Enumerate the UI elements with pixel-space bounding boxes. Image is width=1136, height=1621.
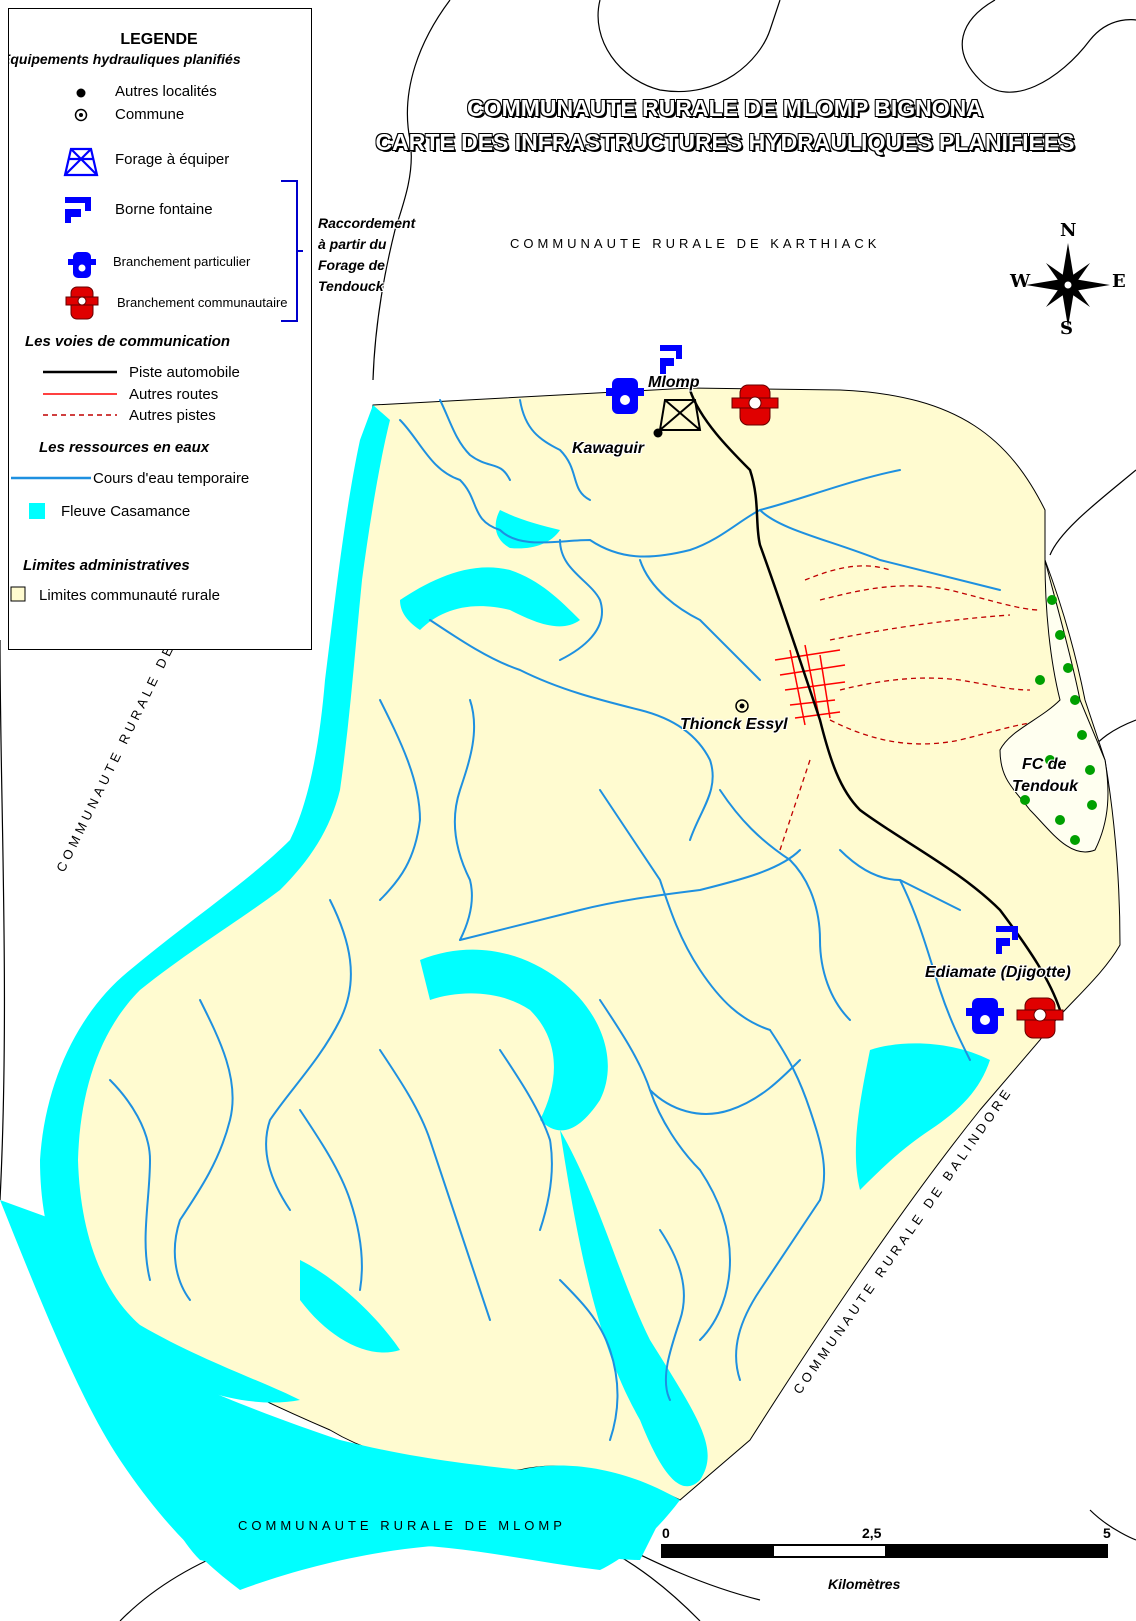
region-label-north: COMMUNAUTE RURALE DE KARTHIACK [510, 236, 881, 251]
map-title-line2: CARTE DES INFRASTRUCTURES HYDRAULIQUES P… [375, 129, 1075, 155]
thionck-commune-marker [735, 699, 749, 713]
legend-cours-eau: Cours d'eau temporaire [93, 470, 250, 487]
scale-bar [661, 1544, 1108, 1558]
legend-particulier-icon [68, 252, 96, 278]
legend-communautaire-icon [65, 286, 99, 320]
legend-fleuve: Fleuve Casamance [61, 503, 191, 520]
forest-zone [999, 559, 1109, 853]
scale-tick-end: 5 [1103, 1525, 1111, 1541]
legend-limites-header: Limites administratives [23, 557, 190, 574]
branchement-communautaire-icon-mlomp [731, 384, 779, 426]
legend-forage: Forage à équiper [115, 151, 230, 168]
piste-automobile [688, 389, 1062, 1011]
place-thionck-essyl: Thionck Essyl [680, 716, 788, 733]
forage-icon-mlomp [658, 399, 702, 431]
raccordement-note: Raccordement à partir du Forage de Tendo… [318, 213, 415, 297]
legend-borne-icon [65, 197, 91, 223]
legend-voies-header: Les voies de communication [25, 333, 231, 350]
borne-fontaine-icon-ediamate [996, 926, 1018, 954]
legend-forage-icon [63, 147, 99, 177]
place-kawaguir: Kawaguir [572, 440, 645, 457]
legend-panel: LEGENDE Equipements hydrauliques planifi… [8, 8, 312, 650]
compass-s: S [1060, 318, 1073, 339]
legend-ressources-header: Les ressources en eaux [39, 439, 210, 456]
legend-particulier: Branchement particulier [113, 254, 251, 269]
legend-limites: Limites communauté rurale [39, 587, 220, 604]
branchement-particulier-icon-ediamate [966, 998, 1004, 1034]
fleuve-casamance [0, 405, 990, 1590]
branchement-particulier-icon-mlomp [606, 378, 644, 414]
borne-fontaine-icon-mlomp [660, 345, 682, 374]
map-title-line1: COMMUNAUTE RURALE DE MLOMP BIGNONA [467, 95, 983, 121]
branchement-communautaire-icon-ediamate [1016, 997, 1064, 1039]
cours-eau-temporaires [109, 399, 1001, 1441]
legend-piste-auto: Piste automobile [129, 364, 240, 381]
region-label-south: COMMUNAUTE RURALE DE MLOMP [238, 1518, 566, 1533]
raccordement-line-4: Tendouck [318, 278, 384, 294]
place-ediamate: Ediamate (Djigotte) [925, 964, 1071, 981]
legend-borne: Borne fontaine [115, 201, 213, 218]
legend-dot-icon [76, 88, 86, 98]
compass-e: E [1112, 271, 1126, 292]
raccordement-line-3: Forage de [318, 257, 385, 273]
compass-rose [1026, 243, 1110, 327]
legend-limite-swatch [10, 586, 26, 602]
scale-tick-0: 0 [662, 1525, 670, 1541]
legend-autres-routes: Autres routes [129, 386, 219, 403]
forest-trees [1020, 595, 1097, 845]
place-mlomp: Mlomp [648, 374, 700, 391]
legend-autres-pistes: Autres pistes [129, 407, 216, 424]
legend-title: LEGENDE [120, 31, 198, 48]
place-fc-line1: FC de [1022, 756, 1067, 773]
legend-commune-icon [74, 108, 88, 122]
legend-communautaire: Branchement communautaire [117, 295, 288, 310]
place-fc-line2: Tendouk [1012, 778, 1079, 795]
scale-unit: Kilomètres [828, 1576, 901, 1592]
legend-commune: Commune [115, 106, 185, 123]
raccordement-line-2: à partir du [318, 236, 387, 252]
legend-fleuve-swatch [29, 503, 45, 519]
compass-w: W [1010, 271, 1031, 292]
compass-n: N [1060, 220, 1077, 241]
legend-subtitle: Equipements hydrauliques planifiés [8, 51, 241, 67]
scale-tick-mid: 2,5 [862, 1525, 882, 1541]
legend-raccordement-1: Raccordement [311, 214, 312, 230]
raccordement-line-1: Raccordement [318, 215, 416, 231]
legend-autres-localites: Autres localités [115, 83, 217, 100]
legend-bracket [281, 180, 303, 322]
legend-symbols [10, 88, 303, 602]
